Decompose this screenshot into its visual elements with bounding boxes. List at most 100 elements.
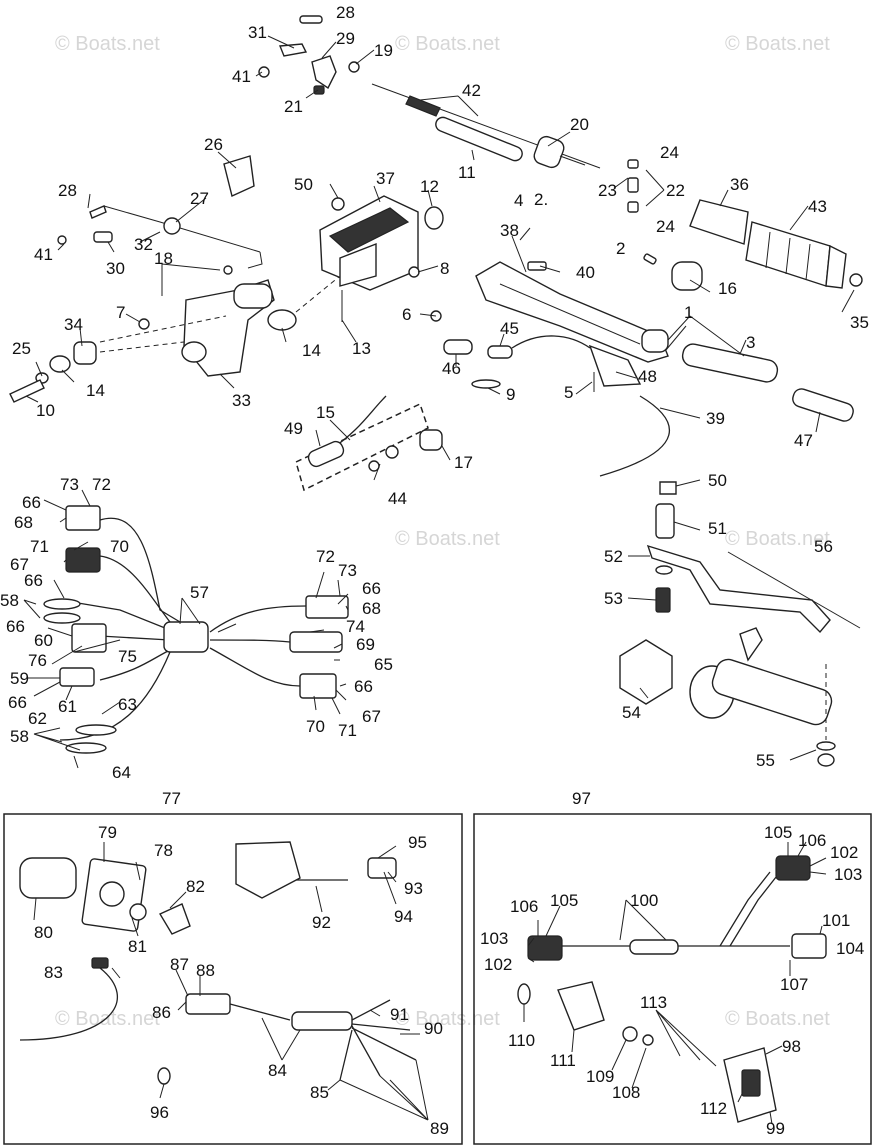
watermark: © Boats.net [725, 528, 830, 550]
callout-66d: 66 [8, 693, 27, 712]
callout-95: 95 [408, 833, 427, 852]
ignition-kit [19, 841, 417, 1085]
callout-66f: 66 [354, 677, 373, 696]
callout-30: 30 [106, 259, 125, 278]
watermark: © Boats.net [725, 1008, 830, 1030]
callout-58: 58 [0, 591, 19, 610]
inline-mark: 2. [534, 190, 548, 209]
callout-33: 33 [232, 391, 251, 410]
callout-85: 85 [310, 1083, 329, 1102]
callout-102b: 102 [484, 955, 512, 974]
callout-2: 2 [616, 239, 625, 258]
callout-50b: 50 [708, 471, 727, 490]
callout-37: 37 [376, 169, 395, 188]
callout-79: 79 [98, 823, 117, 842]
callout-70b: 70 [306, 717, 325, 736]
callout-43: 43 [808, 197, 827, 216]
bushing-group [627, 159, 639, 213]
callout-13: 13 [352, 339, 371, 358]
callout-12: 12 [420, 177, 439, 196]
shift-rod [57, 155, 263, 275]
callout-107: 107 [780, 975, 808, 994]
callout-31: 31 [248, 23, 267, 42]
callout-39: 39 [706, 409, 725, 428]
tiller-grip [643, 199, 863, 291]
callout-44: 44 [388, 489, 407, 508]
callout-106: 106 [798, 831, 826, 850]
callout-35: 35 [850, 313, 869, 332]
callout-68b: 68 [362, 599, 381, 618]
watermark: © Boats.net [395, 33, 500, 55]
callout-54: 54 [622, 703, 641, 722]
callout-73b: 73 [338, 561, 357, 580]
callout-67b: 67 [362, 707, 381, 726]
callout-3: 3 [746, 333, 755, 352]
stop-switch [443, 335, 671, 477]
callout-11: 11 [458, 163, 476, 182]
callout-64: 64 [112, 763, 131, 782]
callout-56: 56 [814, 537, 833, 556]
callout-50: 50 [294, 175, 313, 194]
watermark: © Boats.net [55, 1008, 160, 1030]
callout-59: 59 [10, 669, 29, 688]
leader-lines [23, 35, 855, 1125]
inset-left-title: 77 [162, 789, 181, 808]
callout-99: 99 [766, 1119, 785, 1138]
callout-73: 73 [60, 475, 79, 494]
callout-24: 24 [660, 143, 679, 162]
callout-86: 86 [152, 1003, 171, 1022]
lanyard-kit [517, 855, 827, 1123]
callout-74: 74 [346, 617, 365, 636]
callout-60: 60 [34, 631, 53, 650]
callout-47: 47 [794, 431, 813, 450]
callout-76: 76 [28, 651, 47, 670]
callout-32: 32 [134, 235, 153, 254]
inset-left-frame [3, 813, 463, 1145]
watermark: © Boats.net [395, 1008, 500, 1030]
callout-28: 28 [336, 3, 355, 22]
callout-5: 5 [564, 383, 573, 402]
callout-38: 38 [500, 221, 519, 240]
inset-right-title: 97 [572, 789, 591, 808]
callout-110: 110 [508, 1031, 535, 1050]
callout-101: 101 [822, 911, 850, 930]
callout-106b: 106 [510, 897, 538, 916]
callout-53: 53 [604, 589, 623, 608]
throttle-tube [681, 343, 854, 422]
tiller-housing [319, 195, 444, 322]
callout-45: 45 [500, 319, 519, 338]
callout-15: 15 [316, 403, 335, 422]
callout-61: 61 [58, 697, 77, 716]
callout-83: 83 [44, 963, 63, 982]
watermark: © Boats.net [725, 33, 830, 55]
callout-9: 9 [506, 385, 515, 404]
callout-51: 51 [708, 519, 727, 538]
callout-14b: 14 [86, 381, 105, 400]
callout-69: 69 [356, 635, 375, 654]
callout-20: 20 [570, 115, 589, 134]
callout-104: 104 [836, 939, 864, 958]
callout-103: 103 [834, 865, 862, 884]
callout-4: 4 [514, 191, 523, 210]
callout-72: 72 [92, 475, 111, 494]
callout-27: 27 [190, 189, 209, 208]
callout-82: 82 [186, 877, 205, 896]
callout-105b: 105 [550, 891, 578, 910]
callout-22: 22 [666, 181, 685, 200]
callout-24b: 24 [656, 217, 675, 236]
callout-67: 67 [10, 555, 29, 574]
callout-68: 68 [14, 513, 33, 532]
callout-93: 93 [404, 879, 423, 898]
callout-70: 70 [110, 537, 129, 556]
callout-55: 55 [756, 751, 775, 770]
callout-46: 46 [442, 359, 461, 378]
callout-91: 91 [390, 1005, 409, 1024]
callout-100: 100 [630, 891, 658, 910]
callout-111: 111 [550, 1051, 576, 1070]
callout-17: 17 [454, 453, 473, 472]
kill-switch-kit [295, 395, 443, 492]
callout-98: 98 [782, 1037, 801, 1056]
callout-29: 29 [336, 29, 355, 48]
wiring-harness [43, 505, 349, 754]
callout-48: 48 [638, 367, 657, 386]
